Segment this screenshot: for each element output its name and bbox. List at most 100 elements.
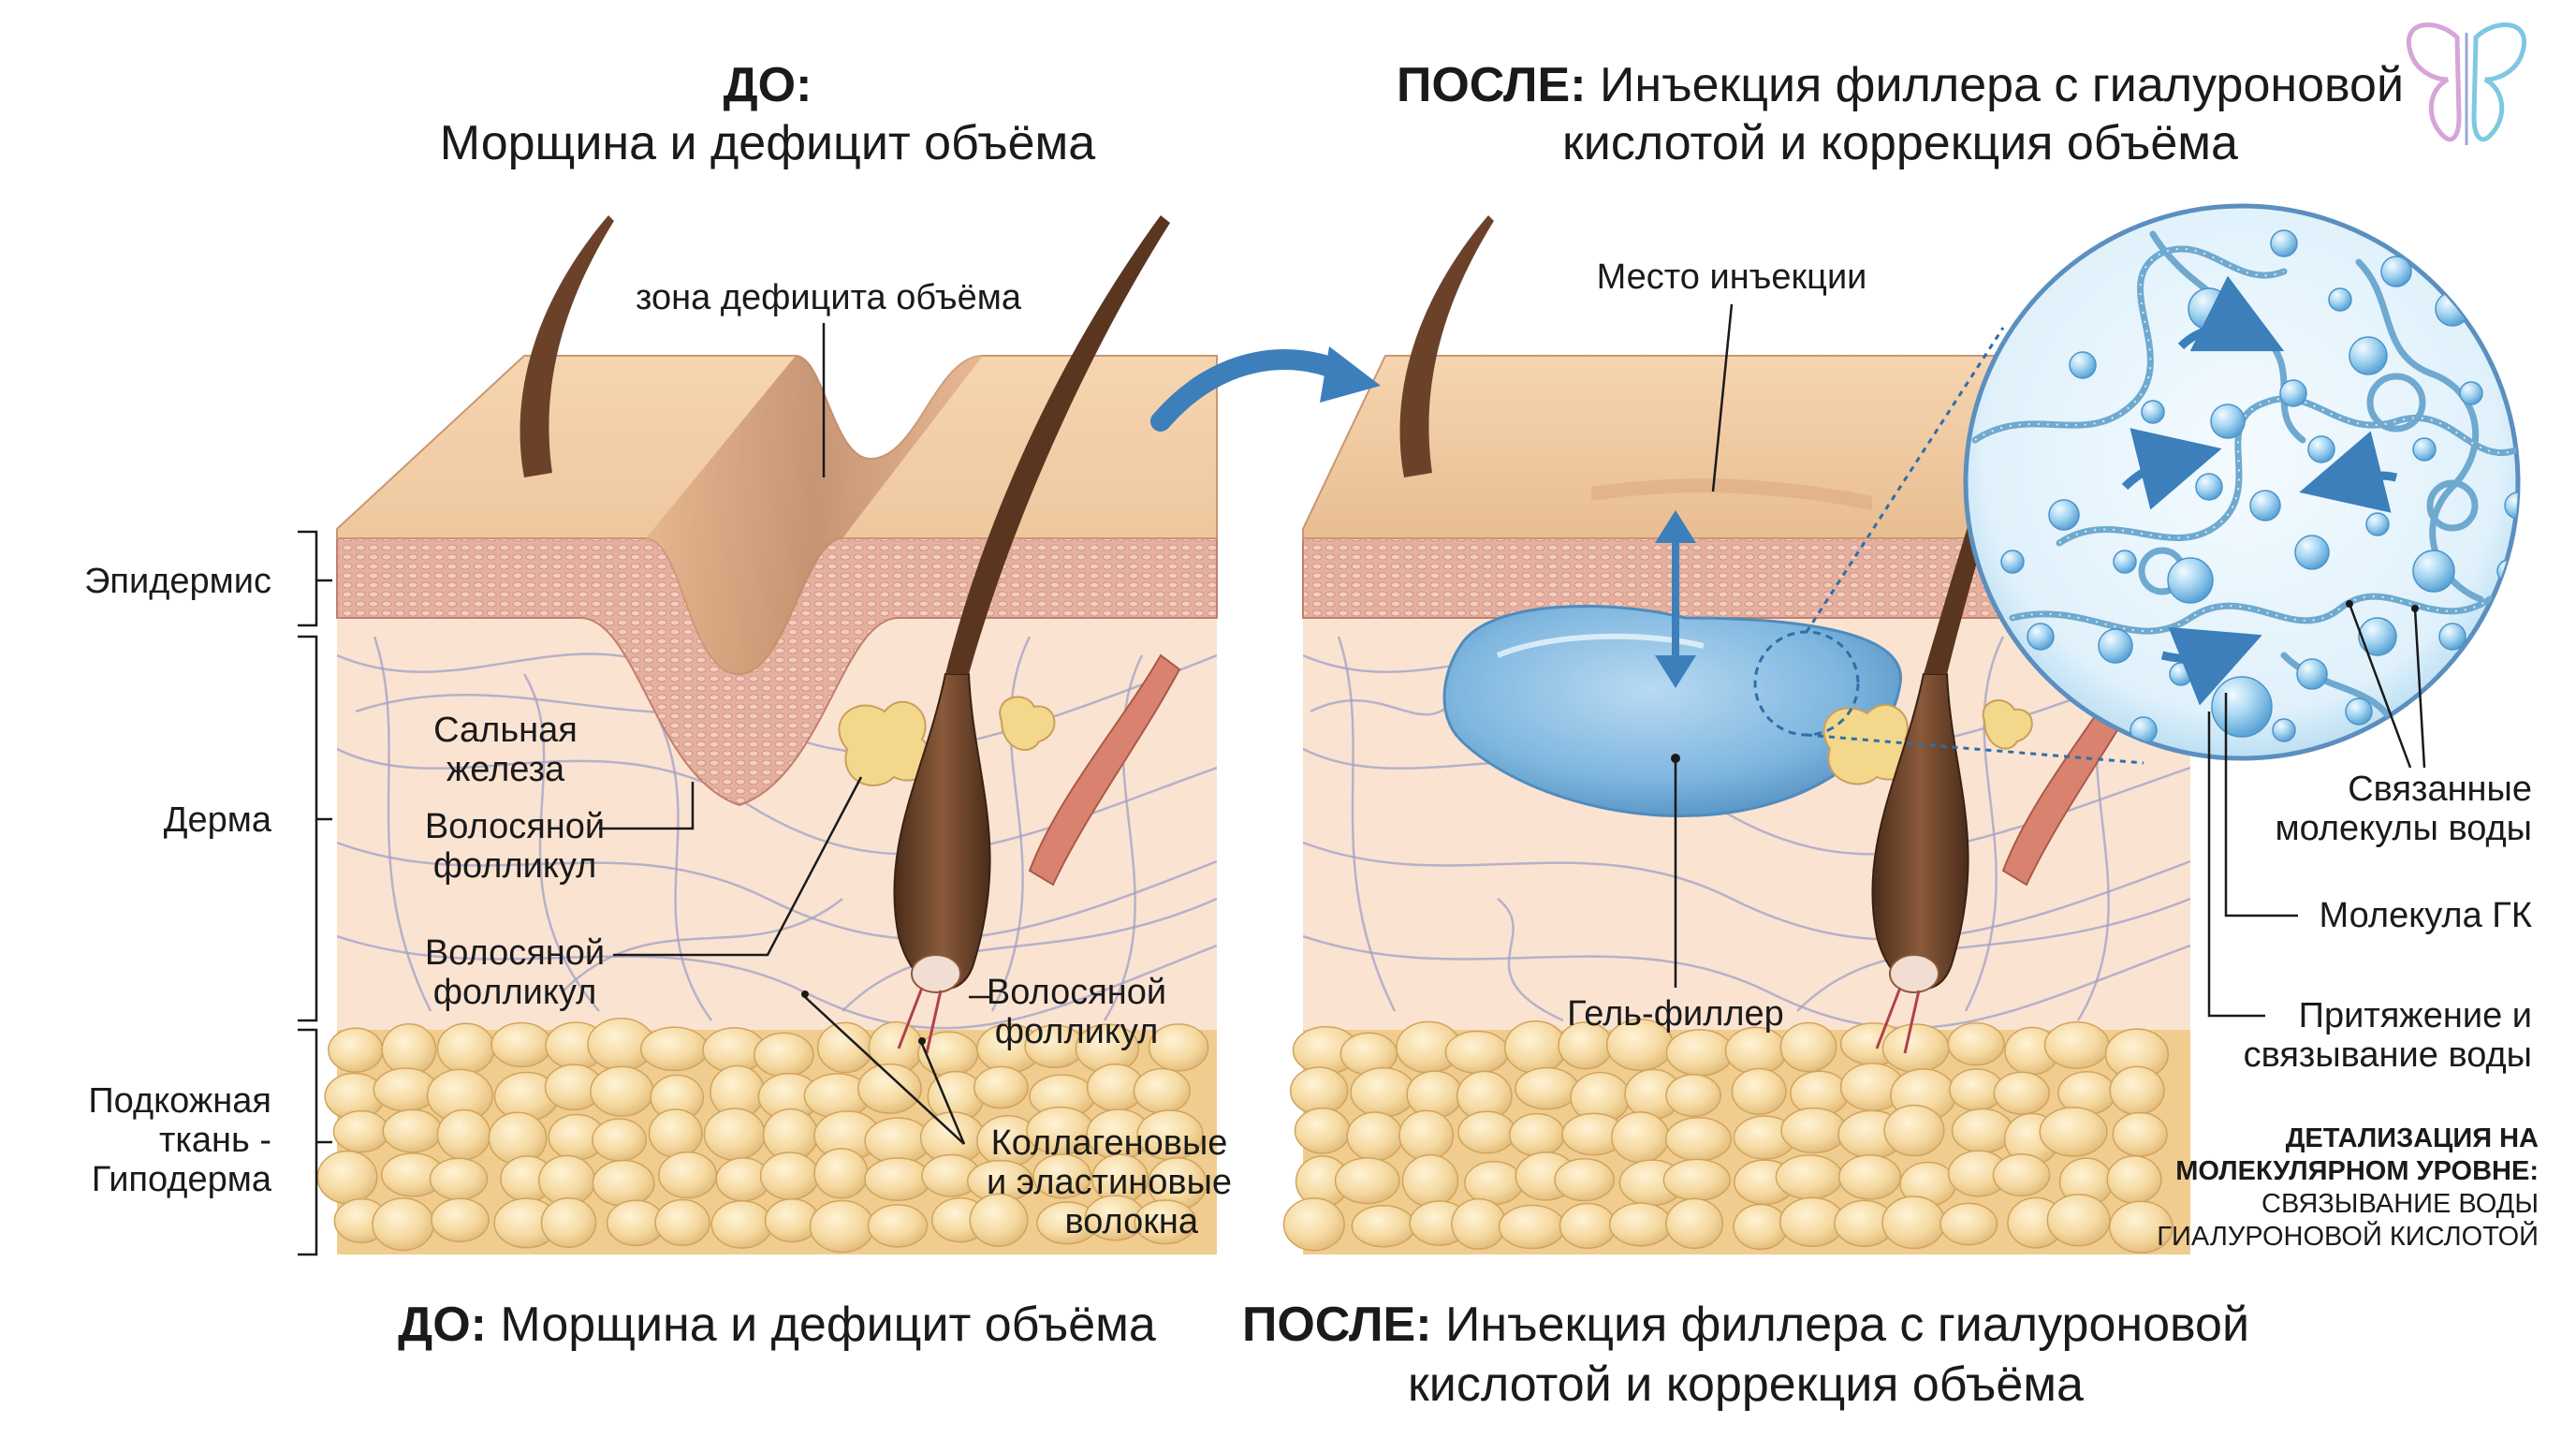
fat-cell xyxy=(1724,1026,1788,1076)
fat-cell xyxy=(1665,1197,1724,1250)
fat-cell xyxy=(1457,1110,1516,1154)
butterfly-faces-logo xyxy=(2406,22,2527,145)
fat-cell xyxy=(1883,1104,1945,1157)
sebaceous-gland-small-before xyxy=(999,696,1056,751)
fibers-label-3: волокна xyxy=(1064,1202,1198,1241)
bound-water-label-1: Связанные xyxy=(2348,770,2532,809)
fat-cell xyxy=(809,1199,875,1254)
after-caption-rest: Инъекция филлера с гиалуроновой xyxy=(1432,1298,2250,1352)
fat-cell xyxy=(864,1157,932,1202)
fat-cell xyxy=(436,1108,491,1161)
water-molecule xyxy=(2279,379,2307,407)
arrector-muscle-before xyxy=(1028,653,1181,887)
fat-cells-after xyxy=(1282,1019,2174,1254)
sebaceous-gland-small-after xyxy=(1982,699,2033,750)
water-molecule xyxy=(2113,550,2137,574)
fat-cell xyxy=(1947,1021,2005,1066)
follicle-c-label-2: фолликул xyxy=(995,1012,1159,1051)
after-title-rest: Инъекция филлера с гиалуроновой xyxy=(1587,58,2405,112)
wrinkle-fold xyxy=(646,356,983,674)
injection-site-leader xyxy=(1711,303,1734,492)
follicle-a-label-2: фолликул xyxy=(433,846,597,886)
before-caption-rest: Морщина и дефицит объёма xyxy=(487,1298,1156,1352)
fat-cell xyxy=(1498,1204,1566,1250)
fat-cell xyxy=(1881,1023,1950,1074)
ha-molecule-label: Молекула ГК xyxy=(2320,896,2532,935)
before-caption-bold: ДО: xyxy=(398,1298,487,1352)
fat-cell xyxy=(1939,1202,1998,1246)
fat-cell xyxy=(703,1108,766,1161)
fat-cell xyxy=(1350,1066,1416,1118)
sebaceous-gland-label-1: Сальная xyxy=(433,711,578,750)
follicle-b-leader xyxy=(613,776,863,957)
follicle-c-label-1: Волосяной xyxy=(987,973,1166,1012)
water-molecule xyxy=(2270,229,2298,257)
detail-rest-1: СВЯЗЫВАНИЕ ВОДЫ xyxy=(2261,1189,2539,1219)
fat-cell xyxy=(654,1198,710,1246)
fat-cell xyxy=(1993,1071,2050,1115)
water-molecules xyxy=(2000,229,2518,744)
fat-cell xyxy=(1559,1202,1617,1250)
curved-arrow-right-icon xyxy=(1150,346,1381,432)
fat-cell xyxy=(1515,1066,1580,1110)
water-molecule xyxy=(2459,381,2483,405)
gel-highlight xyxy=(1496,633,1705,658)
fat-cell xyxy=(1665,1073,1721,1118)
fat-cell xyxy=(490,1021,552,1068)
fat-cell xyxy=(2039,1107,2108,1157)
fat-cell xyxy=(2109,1200,2174,1254)
fat-cell xyxy=(1133,1067,1191,1114)
fat-cell xyxy=(710,1200,773,1249)
water-molecule xyxy=(2195,473,2223,501)
after-title-bold: ПОСЛЕ: xyxy=(1397,58,1587,112)
fat-cell xyxy=(2043,1021,2110,1069)
fat-cell xyxy=(640,1026,709,1072)
gel-filler-label: Гель-филлер xyxy=(1567,994,1784,1034)
fat-cell xyxy=(1881,1196,1946,1250)
fat-cell xyxy=(1662,1158,1731,1202)
fat-cell xyxy=(1775,1154,1843,1200)
fat-cell xyxy=(1334,1157,1400,1205)
water-molecule xyxy=(2412,437,2437,462)
follicle-a-leader xyxy=(599,782,695,830)
fat-cell xyxy=(648,1108,703,1159)
injection-site-label: Место инъекции xyxy=(1597,257,1867,297)
hair-shaft-short-before xyxy=(520,215,614,477)
water-molecule xyxy=(2249,490,2281,521)
fat-cell xyxy=(1664,1117,1733,1162)
volume-deficit-label: зона дефицита объёма xyxy=(636,278,1022,317)
fat-cell xyxy=(1401,1153,1459,1208)
water-molecule xyxy=(2380,256,2412,287)
fat-cell xyxy=(431,1197,490,1242)
water-molecule xyxy=(2098,628,2133,664)
detail-rest-2: ГИАЛУРОНОВОЙ КИСЛОТОЙ xyxy=(2157,1220,2539,1252)
molecular-leaders xyxy=(2207,600,2426,1018)
hair-shaft-short-after xyxy=(1399,215,1494,477)
detail-bold-2: МОЛЕКУЛЯРНОМ УРОВНЕ: xyxy=(2175,1156,2539,1186)
fat-cell xyxy=(1346,1111,1404,1162)
after-caption-line1: ПОСЛЕ: Инъекция филлера с гиалуроновой xyxy=(1242,1298,2249,1352)
fat-cell xyxy=(429,1157,489,1201)
fat-cell xyxy=(658,1151,718,1199)
detail-bold-1: ДЕТАЛИЗАЦИЯ НА xyxy=(2286,1123,2539,1153)
water-molecule xyxy=(2027,623,2055,651)
water-molecule xyxy=(2412,550,2455,593)
fat-cell xyxy=(332,1109,389,1153)
sebaceous-gland-label-2: железа xyxy=(446,750,565,789)
fat-cell xyxy=(973,1065,1029,1109)
epidermis-label: Эпидермис xyxy=(84,562,271,601)
dermis-label: Дерма xyxy=(164,800,272,840)
water-molecule xyxy=(2211,676,2273,738)
after-caption-bold: ПОСЛЕ: xyxy=(1242,1298,1432,1352)
hair-bulb-after xyxy=(1889,954,1939,993)
before-title-bold: ДО: xyxy=(724,58,812,112)
water-molecule xyxy=(2438,623,2466,651)
water-molecule xyxy=(2294,535,2330,570)
fat-cell xyxy=(592,1159,655,1208)
fat-cell xyxy=(857,1063,922,1114)
water-molecule xyxy=(2296,658,2328,690)
fat-cell xyxy=(1554,1158,1616,1202)
fat-cell xyxy=(1611,1111,1670,1164)
water-molecule xyxy=(2345,697,2373,726)
fat-cell xyxy=(1951,1108,2013,1153)
